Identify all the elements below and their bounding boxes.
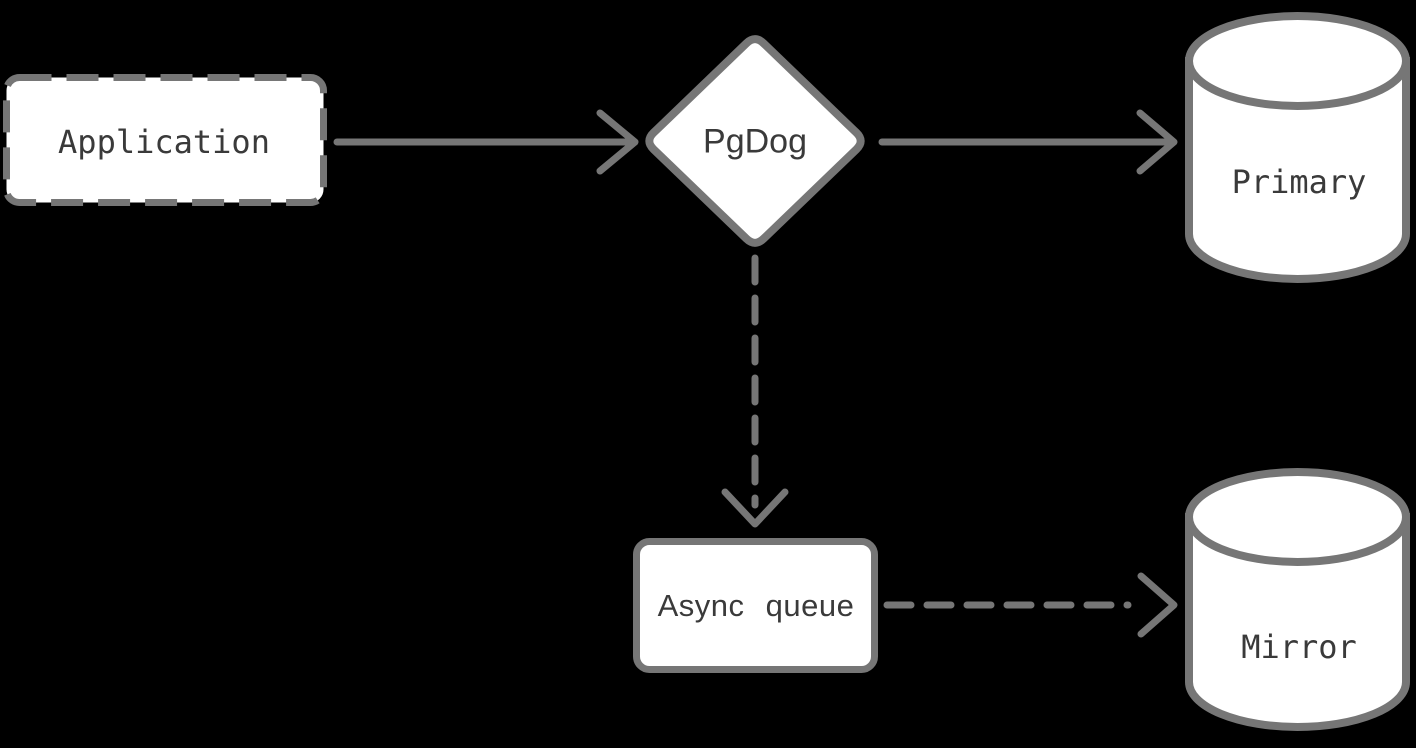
node-primary-shape [1185,12,1410,283]
node-async-queue-shape [633,538,878,673]
edge-pgdog-to-primary [878,109,1178,175]
node-async-queue-label: Async queue [657,588,855,623]
node-application-shape [3,74,327,206]
node-application-label: Application [58,123,270,161]
edge-async-queue-to-mirror [883,572,1178,638]
node-primary-label: Primary [1231,163,1367,201]
arrowhead-right-icon [1137,572,1178,638]
cylinder-body [1185,57,1410,283]
cylinder-top [1185,12,1410,110]
node-pgdog-shape [645,35,865,247]
arrowhead-right-icon [1136,109,1178,175]
cylinder-top [1185,468,1410,566]
arrowhead-right-icon [596,109,639,175]
arrowhead-down-icon [721,488,789,528]
edge-pgdog-to-async-queue [721,254,789,528]
edge-application-to-pgdog [333,109,639,175]
node-mirror-label: Mirror [1241,628,1357,666]
node-mirror-shape [1185,468,1410,731]
node-pgdog-label: PgDog [703,122,807,161]
cylinder-body [1185,513,1410,731]
